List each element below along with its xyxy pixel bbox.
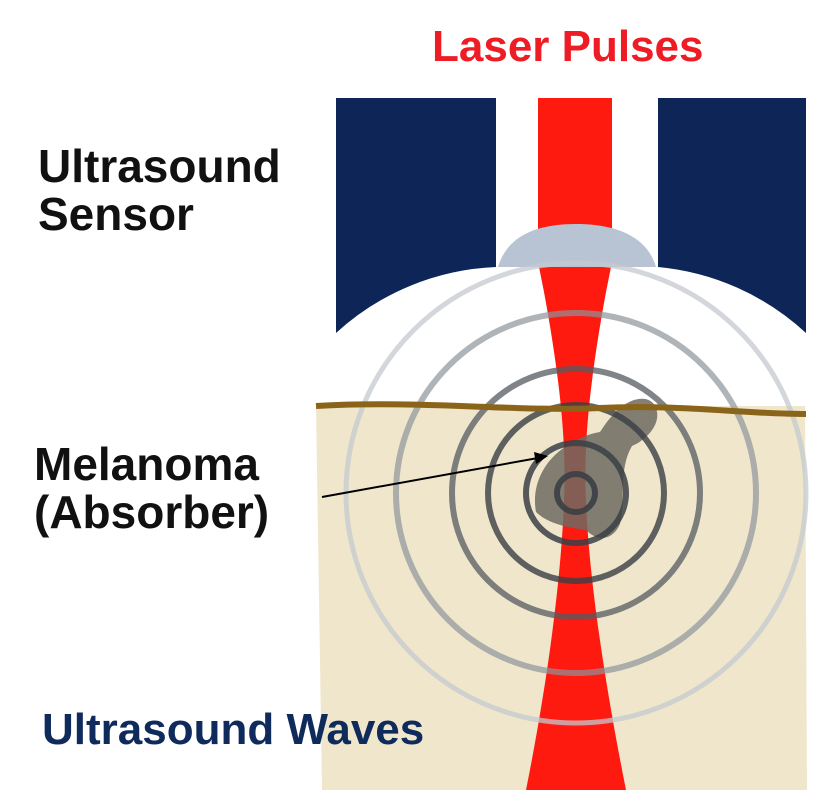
wave-ring-4 bbox=[449, 366, 703, 620]
melanoma-pointer-arrow bbox=[321, 457, 539, 498]
wave-ring-2 bbox=[523, 440, 629, 546]
laser-pulses-label: Laser Pulses bbox=[432, 22, 704, 71]
melanoma-absorber bbox=[534, 398, 658, 538]
ultrasound-waves-label: Ultrasound Waves bbox=[42, 705, 425, 754]
wave-ring-5 bbox=[393, 310, 759, 676]
wave-ring-3 bbox=[485, 402, 667, 584]
sensor-label-line-2: Sensor bbox=[38, 188, 194, 241]
melanoma-label-line-1: Melanoma bbox=[34, 438, 259, 490]
melanoma-label: Melanoma (Absorber) bbox=[34, 440, 269, 537]
focusing-lens bbox=[498, 224, 656, 267]
wave-ring-1 bbox=[554, 471, 598, 515]
skin-surface-line bbox=[315, 401, 807, 417]
melanoma-pointer-arrowhead bbox=[534, 452, 548, 464]
sensor-left-block bbox=[336, 98, 496, 333]
sensor-label-line-1: Ultrasound bbox=[38, 140, 281, 192]
melanoma-label-line-2: (Absorber) bbox=[34, 486, 270, 539]
sensor-right-block bbox=[658, 98, 806, 333]
ultrasound-sensor-label: Ultrasound Sensor bbox=[38, 142, 281, 239]
